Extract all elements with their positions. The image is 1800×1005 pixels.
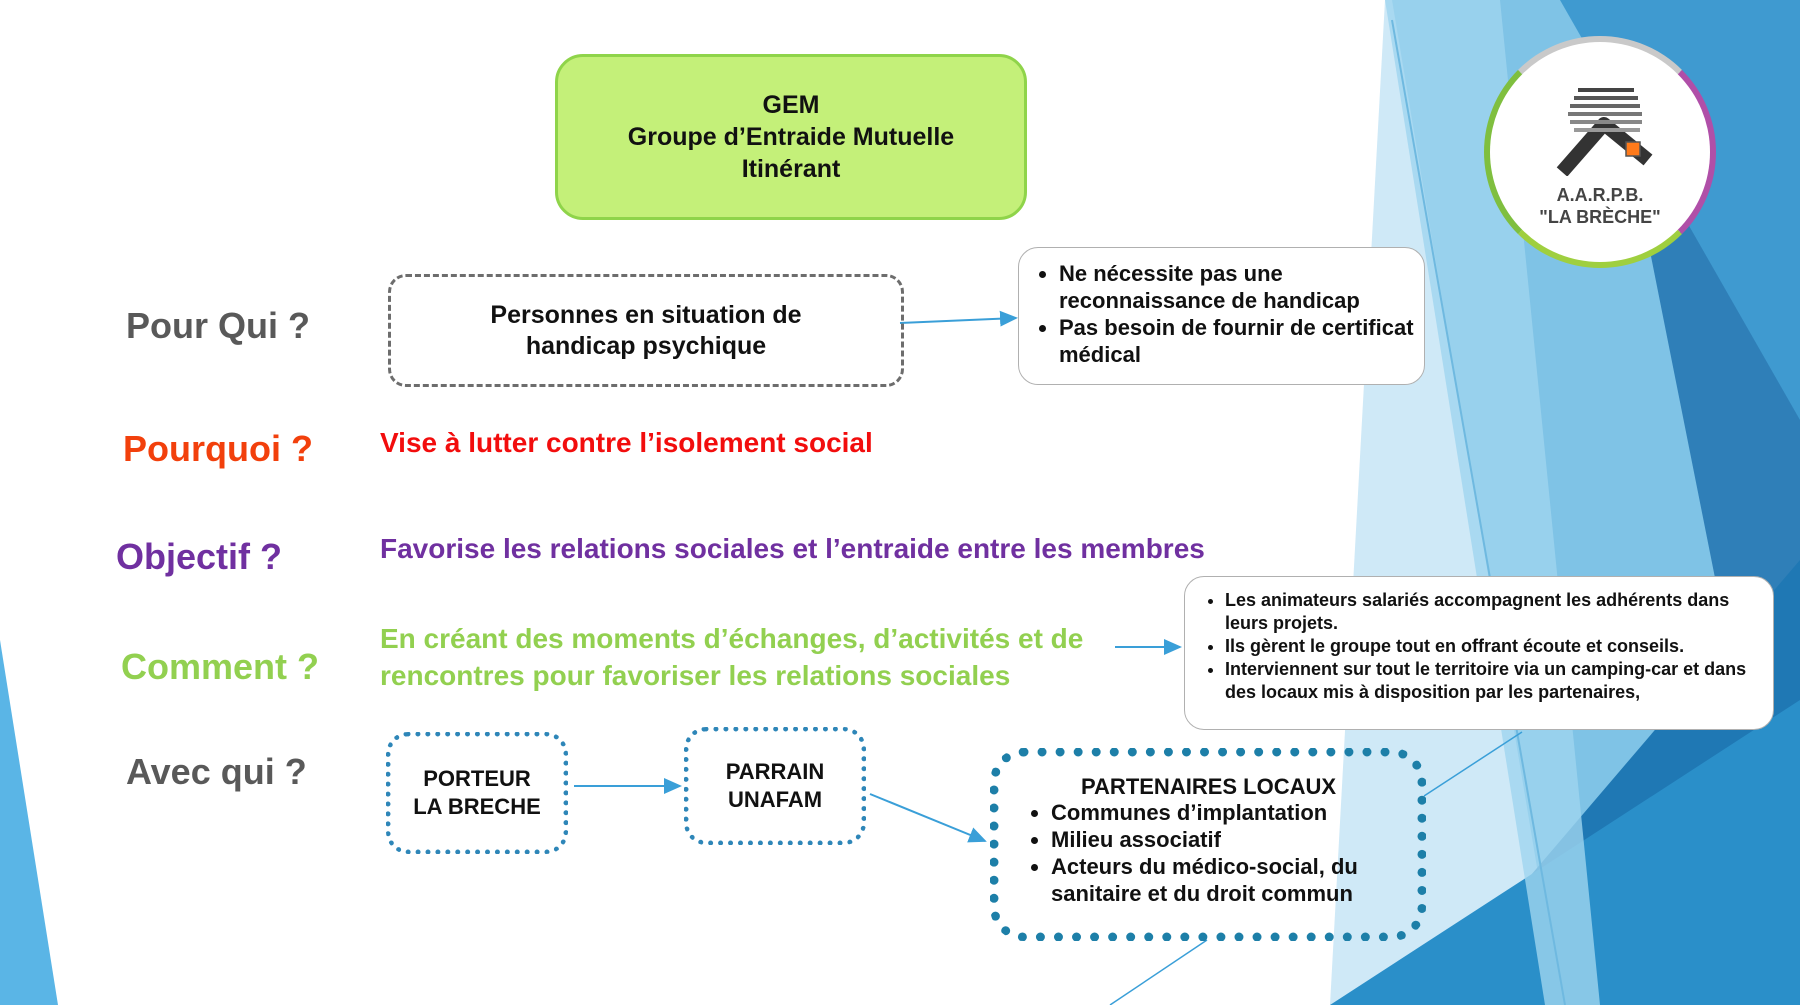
comment-note: Ils gèrent le groupe tout en offrant éco… — [1225, 635, 1761, 658]
title-line-2: Groupe d’Entraide Mutuelle — [627, 123, 955, 151]
partenaire-item: Milieu associatif — [1051, 826, 1417, 853]
logo-line-2: "LA BRÈCHE" — [1539, 207, 1661, 227]
logo-line-1: A.A.R.P.B. — [1556, 185, 1644, 205]
parrain-line-2: UNAFAM — [727, 787, 823, 812]
title-box: GEM Groupe d’Entraide Mutuelle Itinérant — [555, 54, 1027, 220]
question-pourquoi: Pourquoi ? — [123, 428, 313, 469]
pour-qui-box: Personnes en situation de handicap psych… — [388, 274, 904, 387]
comment-line-2: rencontres pour favoriser les relations … — [380, 660, 1011, 691]
question-pour-qui: Pour Qui ? — [126, 305, 310, 346]
pour-qui-note: Pas besoin de fournir de certificat médi… — [1059, 314, 1424, 368]
comment-notes-box: Les animateurs salariés accompagnent les… — [1184, 576, 1774, 730]
porteur-box: PORTEUR LA BRECHE — [386, 732, 568, 854]
pour-qui-line-2: handicap psychique — [525, 331, 767, 360]
question-comment: Comment ? — [121, 646, 319, 687]
question-objectif: Objectif ? — [116, 536, 283, 577]
title-line-3: Itinérant — [741, 155, 841, 183]
question-avec-qui: Avec qui ? — [126, 751, 307, 792]
comment-line-1: En créant des moments d’échanges, d’acti… — [380, 623, 1084, 654]
comment-text: En créant des moments d’échanges, d’acti… — [380, 620, 1083, 694]
comment-note: Les animateurs salariés accompagnent les… — [1225, 589, 1761, 635]
pour-qui-line-1: Personnes en situation de — [490, 300, 802, 329]
partenaires-title: PARTENAIRES LOCAUX — [1081, 774, 1337, 799]
partenaire-item: Acteurs du médico-social, du sanitaire e… — [1051, 853, 1417, 907]
pour-qui-notes-box: Ne nécessite pas une reconnaissance de h… — [1018, 247, 1425, 385]
pour-qui-note: Ne nécessite pas une reconnaissance de h… — [1059, 260, 1424, 314]
title-line-1: GEM — [762, 91, 820, 119]
logo: A.A.R.P.B. "LA BRÈCHE" — [1484, 36, 1716, 268]
partenaire-item: Communes d’implantation — [1051, 799, 1417, 826]
objectif-text: Favorise les relations sociales et l’ent… — [380, 533, 1205, 564]
parrain-box: PARRAIN UNAFAM — [684, 727, 866, 845]
pourquoi-text: Vise à lutter contre l’isolement social — [380, 427, 873, 458]
porteur-line-1: PORTEUR — [423, 766, 531, 791]
comment-note: Interviennent sur tout le territoire via… — [1225, 658, 1761, 704]
parrain-line-1: PARRAIN — [725, 759, 825, 784]
house-roof-logo-icon — [1556, 88, 1653, 176]
porteur-line-2: LA BRECHE — [413, 794, 541, 819]
partenaires-box: PARTENAIRES LOCAUX Communes d’implantati… — [990, 748, 1426, 941]
